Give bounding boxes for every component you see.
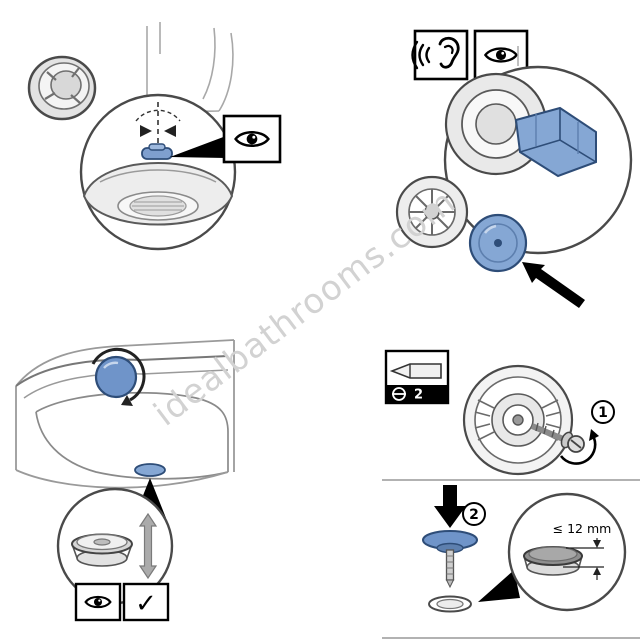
ear-icon [411,36,460,70]
panel-install-plug: 2 1 [382,349,640,639]
step-1-number: 1 [598,405,608,421]
tool-size-label: 2 [414,388,423,403]
press-down-arrow-icon [434,485,466,528]
detail-circle-cartridge [443,65,633,255]
step-1-badge: 1 [591,400,615,424]
bathtub [15,339,235,489]
up-down-arrow-icon [138,512,158,580]
screw [530,422,585,453]
plug [422,530,478,589]
flat-head-slot-icon [392,387,406,401]
step-2-group: 2 ≤ 12 mm [422,485,627,613]
flange-assembly: 1 [462,364,615,476]
cartridge [514,106,597,178]
panel-insert-cartridge [395,29,633,308]
seal-ring-part [27,55,97,121]
max-depth-label: ≤ 12 mm [553,521,612,536]
overflow-clip [141,143,173,160]
valve-wheel [395,175,469,249]
alignment-marks [135,102,181,144]
checkmark-icon: ✓ [135,589,157,619]
callout-pointer [478,570,520,602]
eye-icon [84,595,112,609]
eye-icon [484,47,518,63]
push-arrow [522,262,585,308]
confirm-box: ✓ [122,582,170,622]
tool-box: 2 [384,349,450,405]
rotate-arrow-icon [559,437,597,465]
drain-cover-oval [134,463,166,477]
rotate-arrow-icon [91,347,146,402]
visual-check-box [222,114,282,164]
audible-check-box [411,29,469,81]
step-2-badge: 2 [462,502,486,526]
step-2-number: 2 [469,507,479,523]
panel-function-check: ✓ [15,339,235,622]
blue-cap [468,213,528,273]
turn-knob [91,347,146,406]
eye-icon [234,131,270,147]
detail-circle-alignment [79,93,237,251]
visual-check-box [74,582,122,622]
screwdriver-icon [389,363,442,379]
panel-align-clip [27,22,282,251]
drain-opening [428,595,472,613]
detail-circle-depth: ≤ 12 mm [507,492,627,612]
callout-pointer [170,136,226,158]
